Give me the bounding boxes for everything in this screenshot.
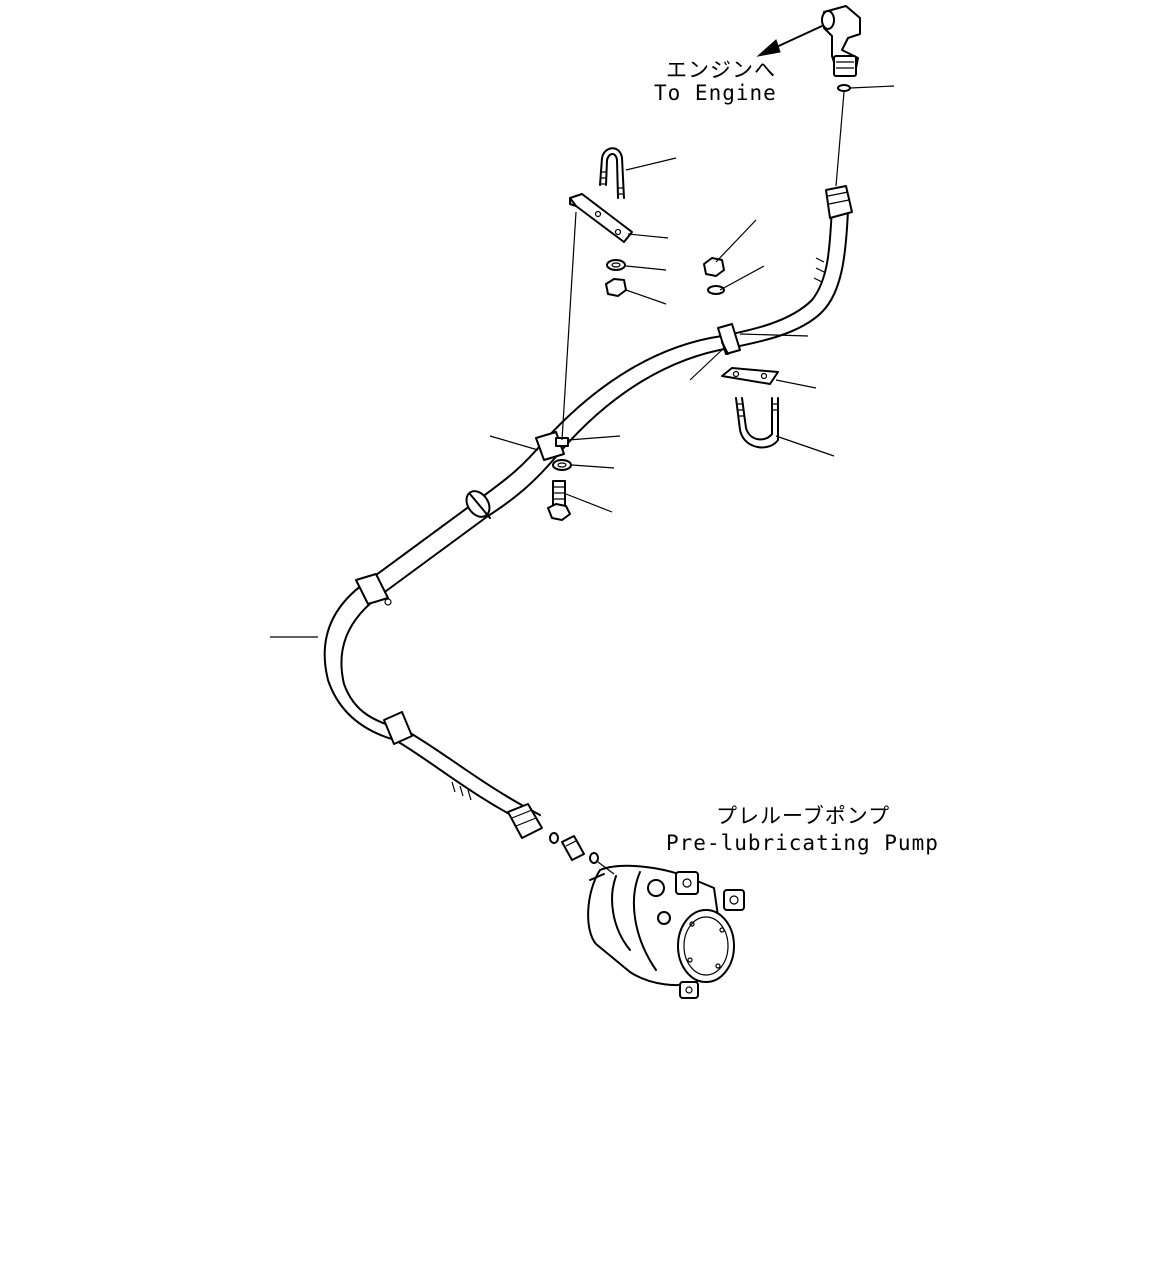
hose-sleeve-3 (383, 711, 413, 745)
middle-hose-clamp (535, 431, 569, 461)
middle-washer (552, 459, 572, 471)
hose-sleeve-1 (465, 490, 491, 519)
o-ring-lower-1 (549, 832, 559, 844)
right-u-bolt (735, 397, 779, 449)
leader-lines (270, 85, 895, 875)
lower-hose-end (507, 803, 543, 839)
upper-left-nut (605, 278, 627, 297)
middle-bolt (547, 480, 571, 521)
to-engine-arrow (756, 25, 823, 57)
o-ring-lower-2 (589, 852, 599, 864)
upper-left-plate (569, 193, 633, 243)
right-plate (721, 367, 779, 385)
pump-label-jp: プレルーブポンプ (716, 804, 891, 828)
engine-label-en: To Engine (654, 81, 777, 105)
right-nut (703, 257, 725, 277)
engine-elbow-fitting (821, 5, 861, 92)
engine-label-jp: エンジンへ (666, 58, 776, 82)
lower-adapter (561, 835, 585, 861)
pump-label-en: Pre-lubricating Pump (666, 831, 939, 855)
pre-lubricating-pump (587, 864, 745, 999)
upper-hose-end (825, 185, 853, 219)
right-hose-clamp (717, 323, 741, 355)
upper-left-u-bolt (599, 147, 625, 199)
right-washer (707, 285, 725, 295)
upper-left-washer (606, 259, 626, 271)
hose-sleeve-2 (355, 573, 392, 606)
